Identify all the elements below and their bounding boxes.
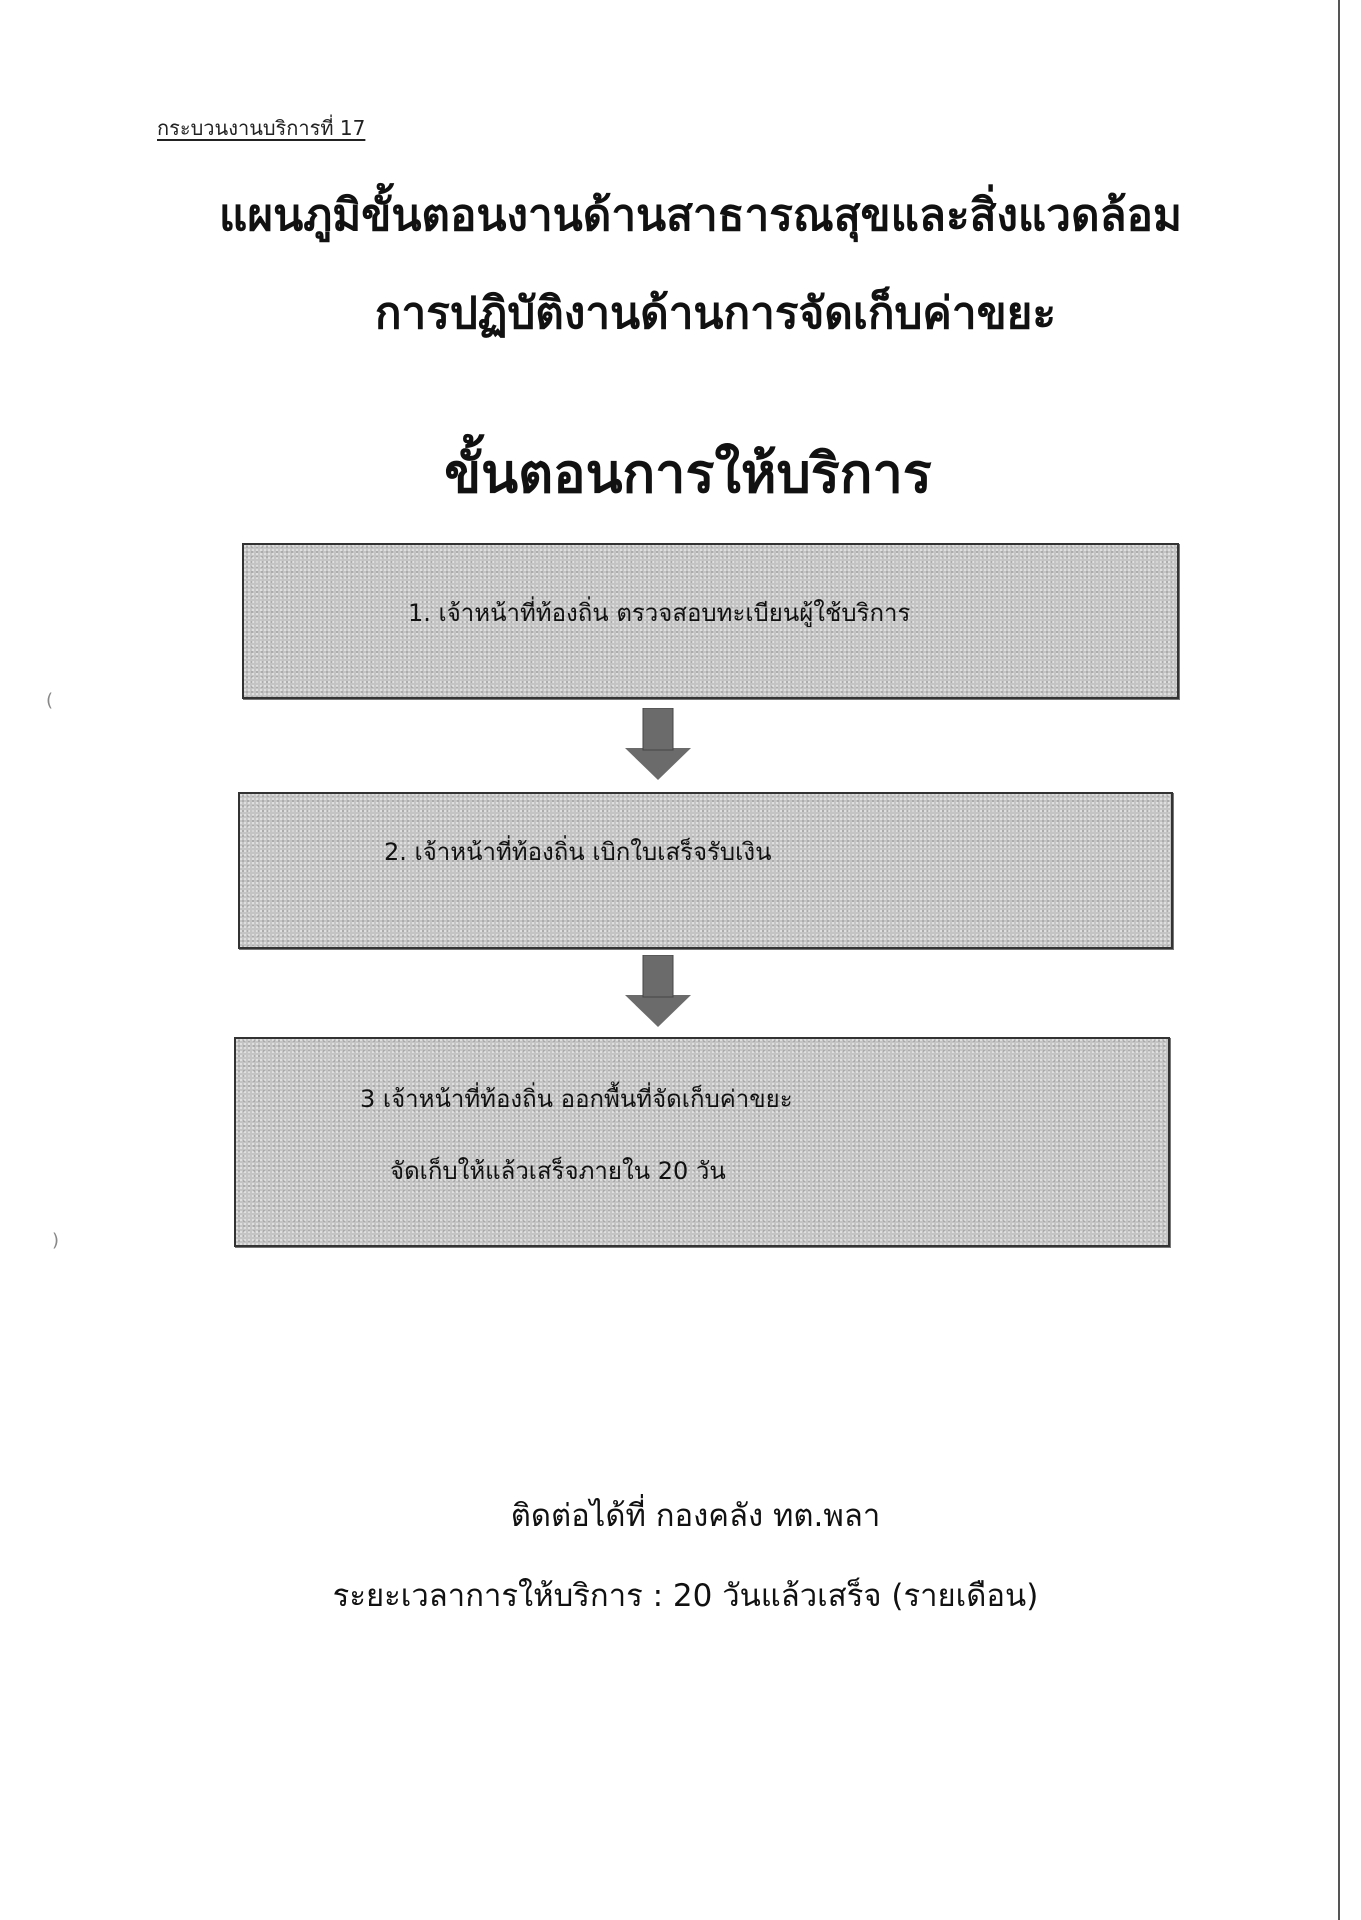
main-title: แผนภูมิขั้นตอนงานด้านสาธารณสุขและสิ่งแวด… xyxy=(219,190,1182,241)
down-arrow-icon xyxy=(625,955,691,1027)
step-2-text: 2. เจ้าหน้าที่ท้องถิ่น เบิกใบเสร็จรับเงิ… xyxy=(384,838,772,866)
service-duration: ระยะเวลาการให้บริการ : 20 วันแล้วเสร็จ (… xyxy=(332,1578,1039,1614)
section-title: ขั้นตอนการให้บริการ xyxy=(444,442,932,505)
step-box-1: 1. เจ้าหน้าที่ท้องถิ่น ตรวจสอบทะเบียนผู้… xyxy=(242,543,1179,699)
page-edge-line xyxy=(1338,0,1340,1920)
step-3-text-line-1: 3 เจ้าหน้าที่ท้องถิ่น ออกพื้นที่จัดเก็บค… xyxy=(360,1085,793,1113)
scan-mark: ( xyxy=(46,690,54,711)
step-1-text: 1. เจ้าหน้าที่ท้องถิ่น ตรวจสอบทะเบียนผู้… xyxy=(408,599,911,627)
down-arrow-icon xyxy=(625,708,691,780)
scan-mark: ) xyxy=(52,1230,60,1251)
step-box-3: 3 เจ้าหน้าที่ท้องถิ่น ออกพื้นที่จัดเก็บค… xyxy=(234,1037,1170,1247)
step-box-2: 2. เจ้าหน้าที่ท้องถิ่น เบิกใบเสร็จรับเงิ… xyxy=(238,792,1173,949)
sub-title: การปฏิบัติงานด้านการจัดเก็บค่าขยะ xyxy=(374,288,1057,339)
contact-info: ติดต่อได้ที่ กองคลัง ทต.พลา xyxy=(510,1498,881,1534)
step-3-text-line-2: จัดเก็บให้แล้วเสร็จภายใน 20 วัน xyxy=(390,1157,726,1185)
process-label: กระบวนงานบริการที่ 17 xyxy=(157,116,366,140)
